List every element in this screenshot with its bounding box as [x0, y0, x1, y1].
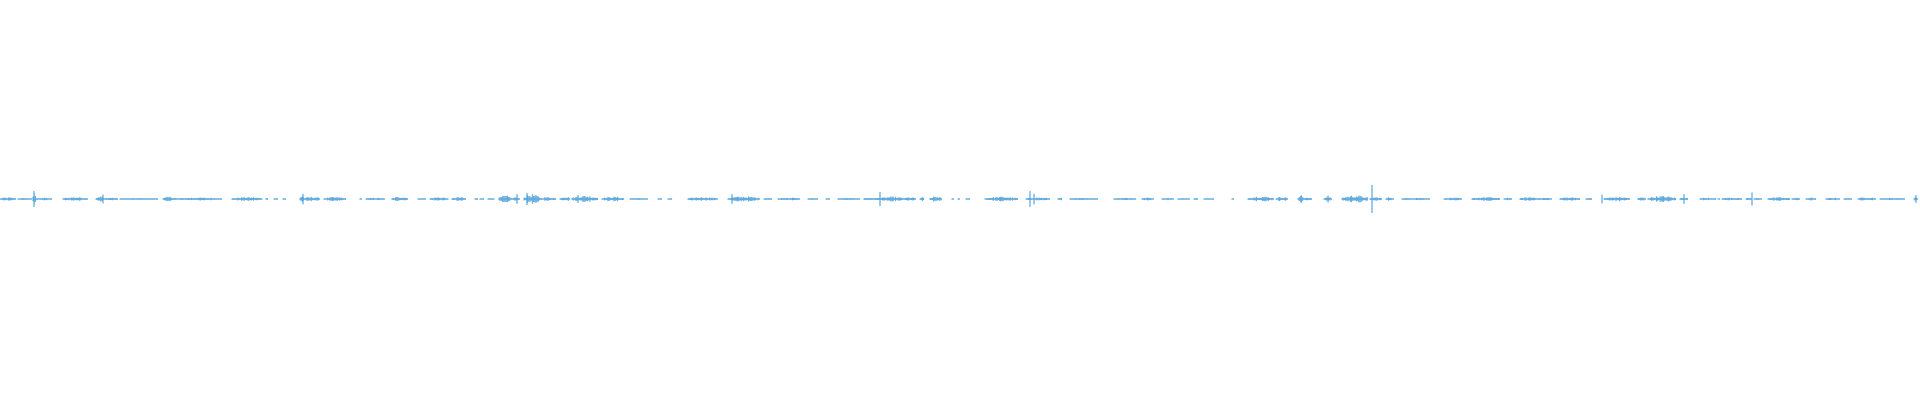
waveform-segment — [1341, 195, 1368, 203]
waveform-segment — [929, 196, 942, 202]
waveform-segment — [103, 197, 118, 201]
waveform-segment — [657, 198, 663, 200]
waveform-segment — [667, 198, 673, 200]
waveform-segment — [62, 197, 88, 201]
waveform-segment — [1203, 198, 1215, 200]
waveform-segment — [957, 198, 960, 200]
waveform-segment — [1753, 198, 1762, 200]
waveform-segment — [919, 197, 925, 201]
waveform-segment — [951, 198, 954, 200]
waveform-segment — [303, 196, 321, 202]
waveform-segment — [1057, 197, 1063, 201]
waveform-segment — [763, 198, 772, 200]
waveform-segment — [451, 197, 466, 201]
waveform-segment — [965, 198, 971, 200]
waveform-segment — [479, 198, 485, 200]
waveform-segment — [391, 197, 409, 201]
waveform-segment — [487, 198, 495, 200]
waveform-segment — [1559, 197, 1580, 201]
waveform-segment — [231, 197, 263, 201]
waveform-segment — [429, 197, 449, 201]
waveform-segment — [282, 198, 286, 200]
waveform-segment — [119, 198, 158, 200]
waveform-segment — [1443, 197, 1462, 201]
waveform-segment — [1585, 198, 1592, 200]
waveform-segment — [1519, 197, 1540, 201]
waveform-segment — [1721, 197, 1742, 201]
waveform-segment — [1857, 197, 1876, 201]
waveform-segment — [559, 197, 571, 201]
waveform-segment — [984, 196, 1018, 202]
waveform-segment — [365, 197, 385, 201]
waveform-segment — [511, 197, 520, 201]
waveform-segment — [1603, 196, 1630, 202]
waveform-segment — [1177, 198, 1190, 200]
waveform-segment — [299, 196, 305, 202]
waveform-segment — [1297, 195, 1304, 203]
waveform-segment — [1745, 198, 1752, 200]
waveform-segment — [1401, 197, 1431, 201]
waveform-segment — [1791, 197, 1800, 201]
waveform-segment — [1637, 197, 1646, 201]
waveform-segment — [474, 198, 478, 200]
waveform-segment — [175, 197, 223, 201]
waveform-segment — [323, 197, 347, 201]
waveform-segment — [1275, 197, 1288, 201]
waveform-segment — [1161, 197, 1174, 201]
waveform-segment — [687, 197, 718, 201]
waveform-segment — [1805, 197, 1817, 201]
waveform-segment — [1717, 198, 1720, 200]
waveform-segment — [1647, 196, 1677, 202]
waveform-segment — [95, 196, 104, 202]
waveform-segment — [825, 198, 831, 200]
waveform-segment — [1385, 197, 1394, 201]
waveform-segment — [498, 195, 512, 203]
waveform-segment — [265, 198, 268, 200]
waveform-segment — [1113, 197, 1137, 201]
waveform-segment — [35, 197, 53, 201]
waveform-segment — [863, 198, 866, 200]
waveform-segment — [17, 198, 32, 200]
waveform-spikes — [33, 185, 1917, 213]
waveform-segment — [1825, 197, 1840, 201]
waveform-segment — [1247, 196, 1274, 202]
waveform-segment — [571, 195, 598, 203]
waveform-segment — [807, 198, 819, 200]
waveform-segment — [417, 198, 426, 200]
waveform-segment — [539, 197, 557, 201]
waveform-segment — [1913, 197, 1919, 201]
waveform-segment — [359, 198, 362, 200]
waveform-segment — [1141, 197, 1154, 201]
waveform-segment — [1231, 198, 1234, 200]
waveform-segment — [1503, 197, 1512, 201]
waveform-segment — [601, 196, 625, 202]
waveform-segment — [1879, 198, 1905, 200]
waveform-segment — [1767, 197, 1791, 201]
waveform-segments — [0, 193, 1919, 205]
waveform-segment — [727, 196, 760, 202]
waveform-segment — [1843, 198, 1852, 200]
waveform-segment — [1025, 197, 1050, 201]
waveform-segment — [1539, 197, 1552, 201]
waveform-segment — [629, 198, 648, 200]
waveform-segment — [873, 198, 879, 200]
waveform-segment — [837, 198, 861, 200]
waveform-segment — [1471, 197, 1501, 201]
waveform-segment — [777, 197, 801, 201]
waveform-segment — [867, 198, 873, 200]
waveform-segment — [1303, 197, 1312, 201]
waveform-segment — [0, 197, 17, 201]
waveform-segment — [1069, 198, 1099, 200]
waveform-segment — [1699, 197, 1717, 201]
waveform-segment — [273, 198, 279, 200]
waveform-segment — [162, 196, 176, 202]
waveform-segment — [903, 197, 916, 201]
waveform-segment — [1193, 198, 1199, 200]
